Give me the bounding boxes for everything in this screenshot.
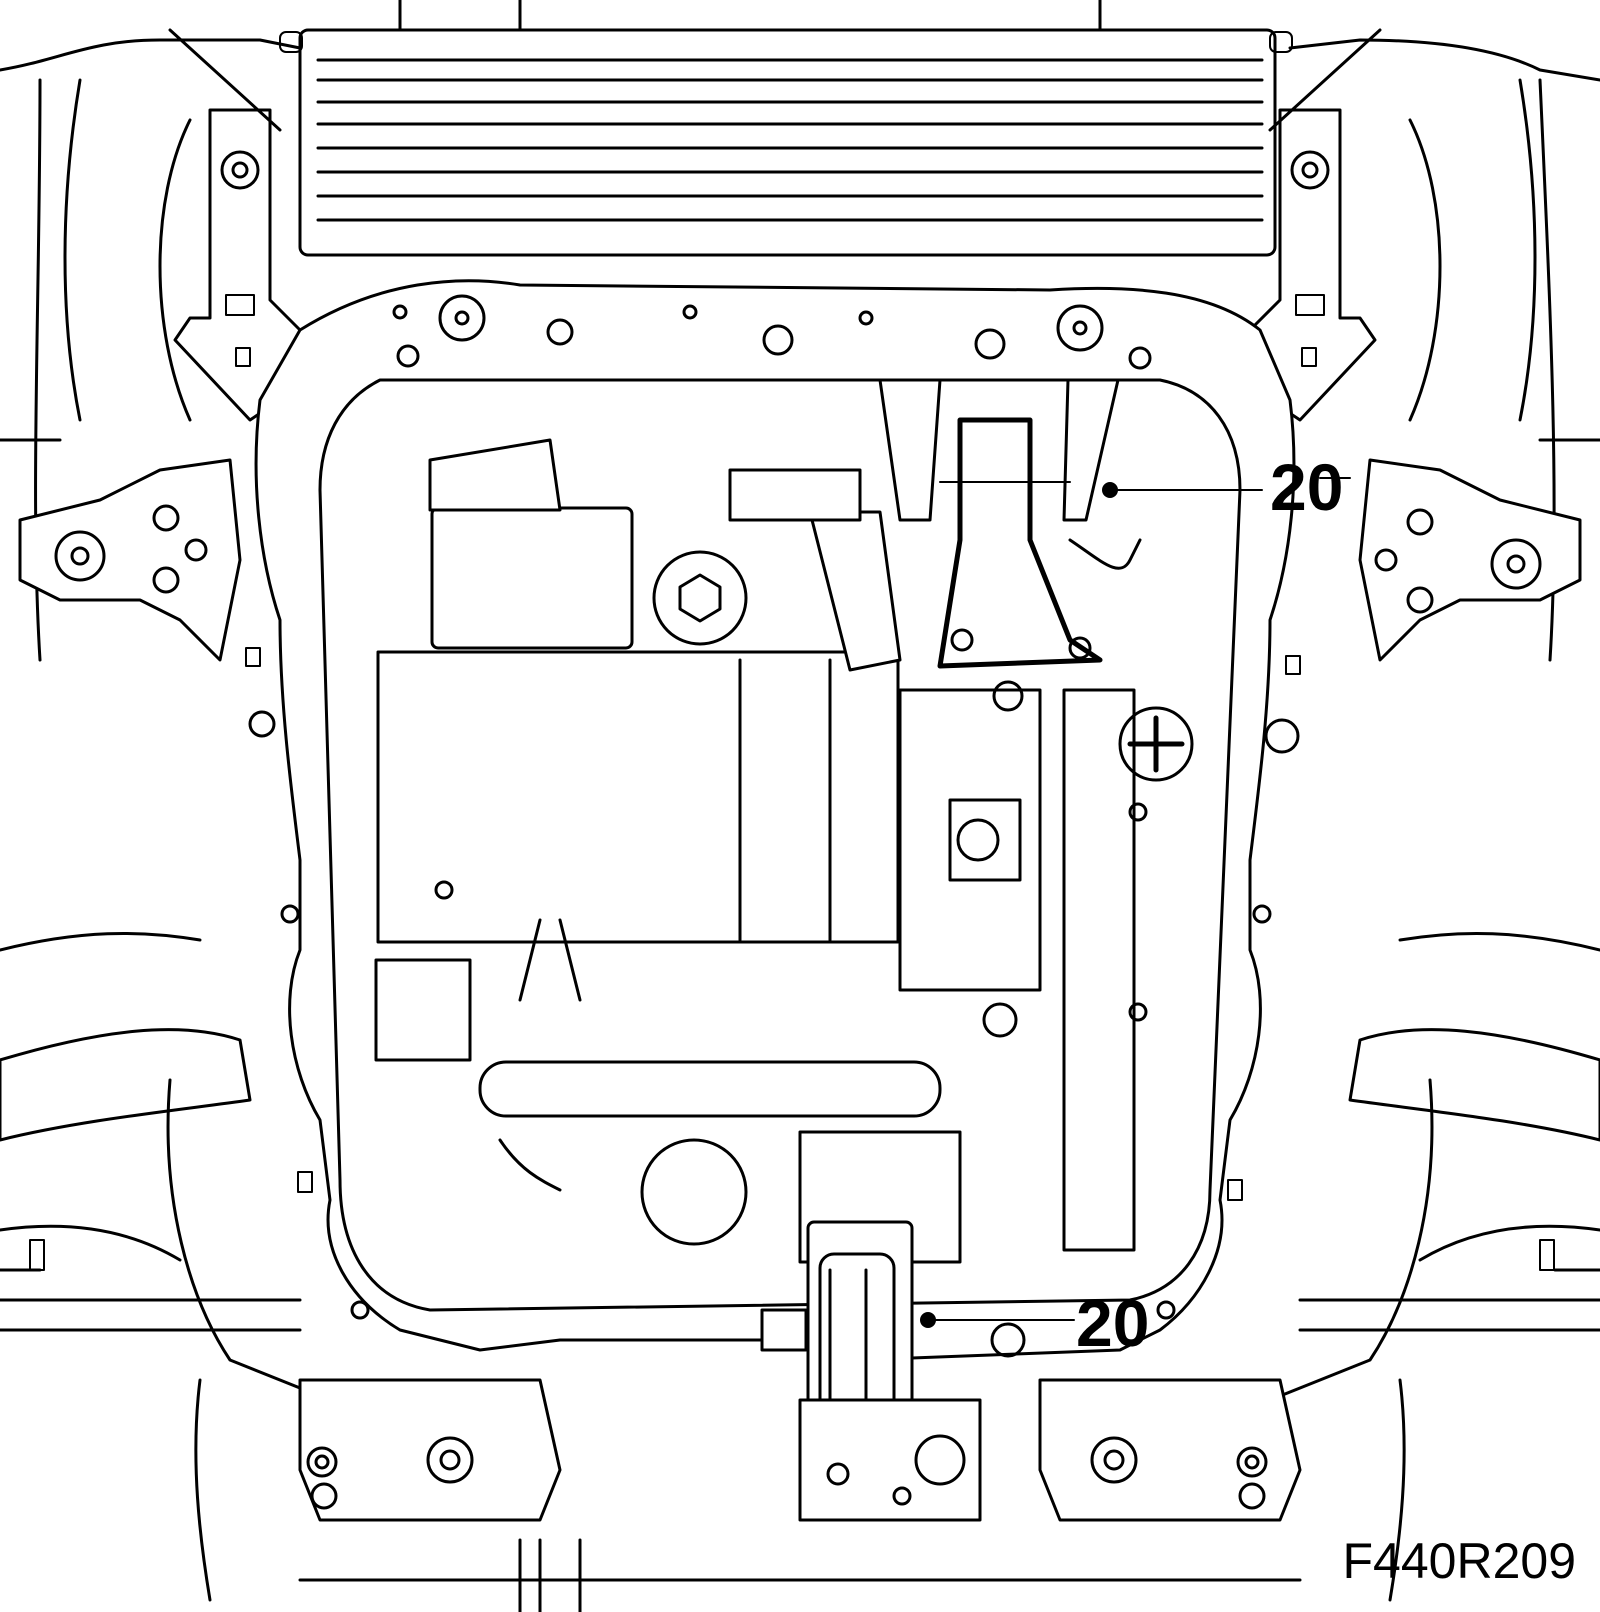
callout-label-lower: 20	[1076, 1286, 1150, 1360]
engine-components	[374, 438, 1194, 1358]
radiator	[279, 0, 1293, 257]
lower-torque-mount	[760, 1220, 982, 1522]
wheel-arches	[0, 38, 1600, 662]
callout-label-upper: 20	[1270, 450, 1344, 524]
figure-id: F440R209	[1342, 1533, 1577, 1589]
highlighted-bracket	[878, 378, 1142, 669]
rear-crossmember	[0, 1298, 1600, 1612]
leader-dot-lower	[920, 1312, 936, 1328]
leader-lines	[920, 477, 1351, 1328]
side-mounts	[18, 458, 1582, 662]
leader-dot-upper	[1102, 482, 1118, 498]
control-arms	[0, 931, 1600, 1402]
